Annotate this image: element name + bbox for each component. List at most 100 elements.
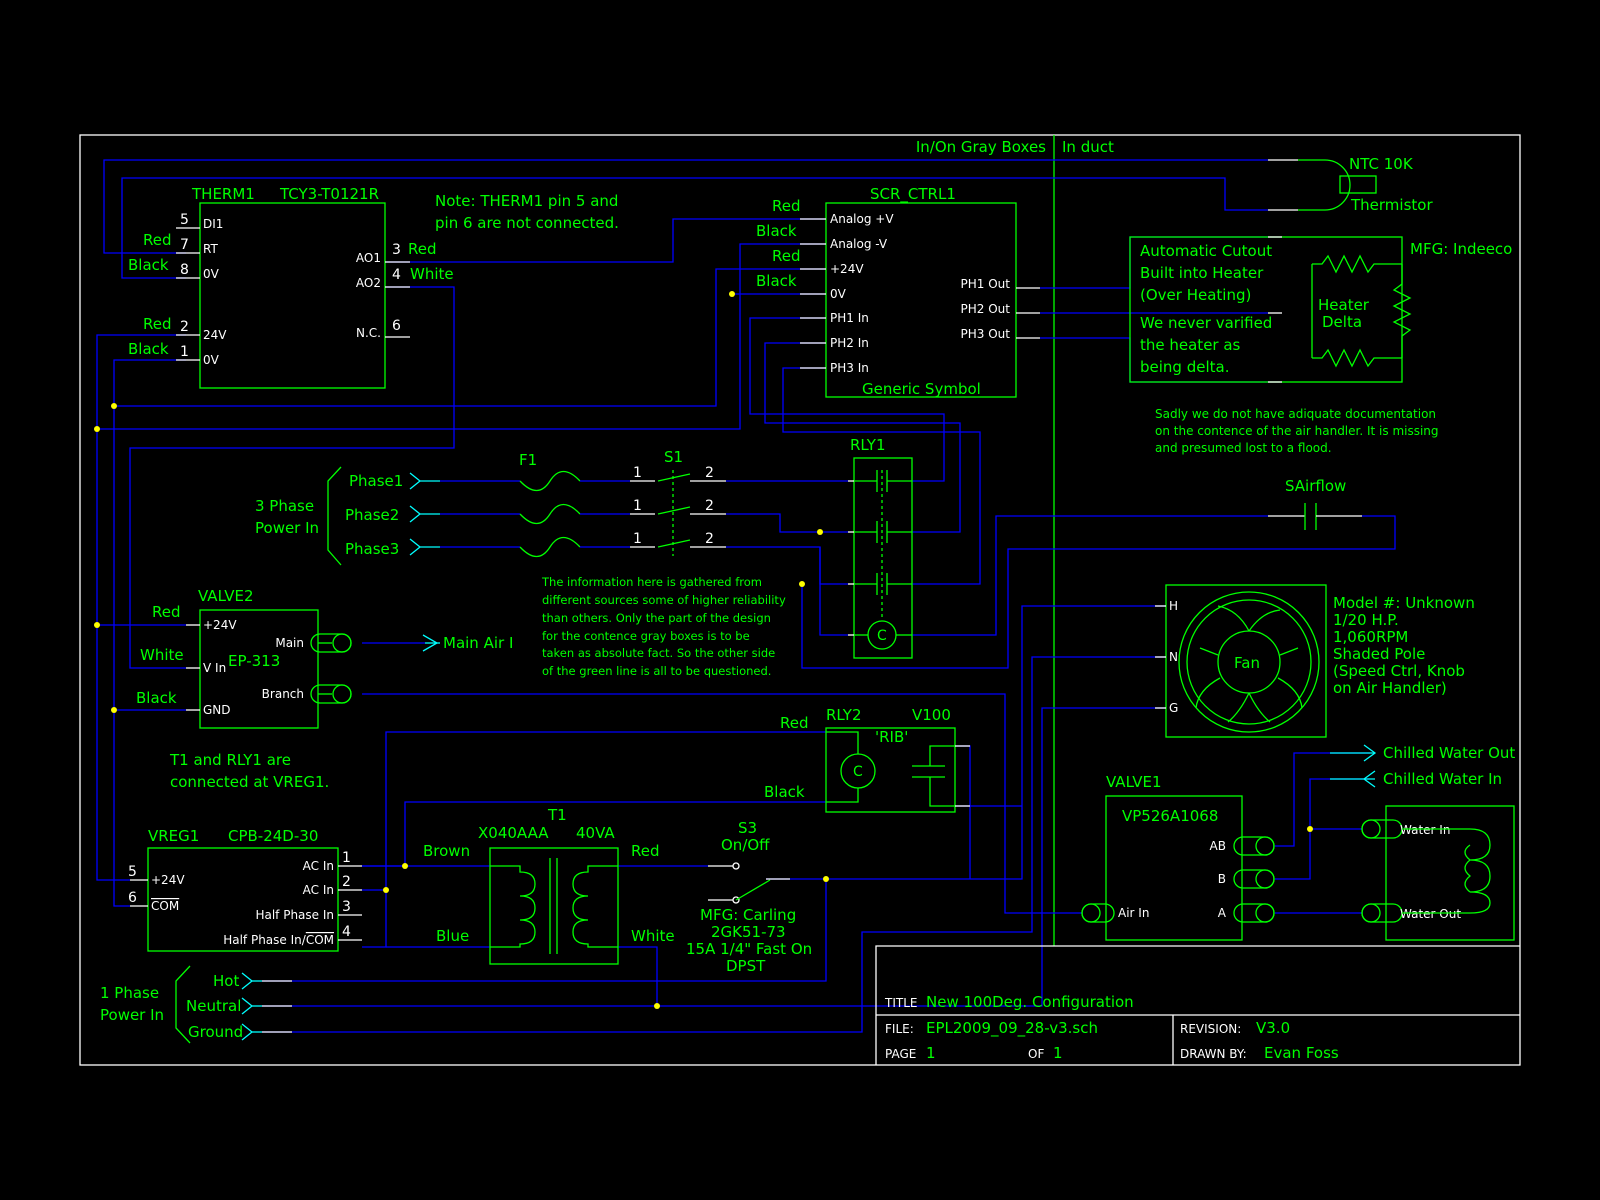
drawn-by-label: DRAWN BY: xyxy=(1180,1047,1247,1061)
t1-wire-red: Red xyxy=(631,842,660,860)
fan-model-line3: 1,060RPM xyxy=(1333,628,1408,646)
switch-s1-label: S1 xyxy=(664,448,683,466)
heater-cutout-2: Built into Heater xyxy=(1140,264,1264,282)
t1-transformer: T1 X040AAA 40VA Brown Blue Red White xyxy=(423,806,675,965)
heater-note-2: the heater as xyxy=(1140,336,1241,354)
therm1-pin8: 8 xyxy=(180,262,189,278)
page-label: PAGE xyxy=(885,1047,916,1061)
rly1-ref: RLY1 xyxy=(850,436,886,454)
fan-model-line2: 1/20 H.P. xyxy=(1333,611,1399,629)
wire-label-black: Black xyxy=(756,222,797,240)
power1-label-1: 1 Phase xyxy=(100,984,159,1002)
coil-water-in: Water In xyxy=(1400,823,1450,837)
title-label: TITLE xyxy=(884,996,917,1010)
fan-pin-h: H xyxy=(1169,599,1178,613)
s1-pin1: 1 xyxy=(633,498,642,514)
thermistor-label: Thermistor xyxy=(1350,196,1433,214)
title-value: New 100Deg. Configuration xyxy=(926,993,1134,1011)
wire-label-red: Red xyxy=(143,315,172,333)
scr-pin-ph2-in: PH2 In xyxy=(830,336,869,350)
therm1-0v-b: 0V xyxy=(203,353,220,367)
note-doc-line2: on the contence of the air handler. It i… xyxy=(1155,424,1439,438)
rly2-rib: 'RIB' xyxy=(875,728,908,746)
s1-pin1: 1 xyxy=(633,465,642,481)
sairflow-switch: SAirflow xyxy=(1268,477,1362,530)
phase1-label: Phase1 xyxy=(349,472,403,490)
wires xyxy=(96,159,1396,1033)
fan-model-line1: Model #: Unknown xyxy=(1333,594,1475,612)
vreg1-num6: 6 xyxy=(128,890,137,906)
revision-label: REVISION: xyxy=(1180,1022,1241,1036)
wire-label-black: Black xyxy=(764,783,805,801)
vreg1-num2: 2 xyxy=(342,874,351,890)
note-doc-line3: and presumed lost to a flood. xyxy=(1155,441,1332,455)
scr-pin-analog-minus: Analog -V xyxy=(830,237,888,251)
rly2-block: RLY2 V100 'RIB' Red Black C xyxy=(764,706,970,813)
note-info-line1: The information here is gathered from xyxy=(541,575,762,589)
valve2-pin-24v: +24V xyxy=(203,618,237,632)
s3-mfg-line2: 2GK51-73 xyxy=(711,923,786,941)
page-value: 1 xyxy=(926,1044,936,1062)
phase3-label: Phase3 xyxy=(345,540,399,558)
wire-label-white: White xyxy=(140,646,184,664)
rly1-block: RLY1 C xyxy=(848,436,913,659)
revision-value: V3.0 xyxy=(1256,1019,1290,1037)
s3-label: On/Off xyxy=(721,836,770,854)
power3-label-1: 3 Phase xyxy=(255,497,314,515)
drawing-frame xyxy=(79,134,1521,1066)
wire-label-red: Red xyxy=(143,231,172,249)
therm1-rt: RT xyxy=(203,242,218,256)
valve1-pin-b: B xyxy=(1218,872,1226,886)
scr-pin-0v: 0V xyxy=(830,287,847,301)
vreg1-num5: 5 xyxy=(128,864,137,880)
therm1-block: THERM1 TCY3-T0121R 5 7 8 2 1 3 4 6 DI1 R… xyxy=(128,185,454,389)
therm1-nc: N.C. xyxy=(356,326,381,340)
note-info-line2: different sources some of higher reliabi… xyxy=(542,593,786,607)
therm1-ao2: AO2 xyxy=(356,276,381,290)
t1-wire-brown: Brown xyxy=(423,842,470,860)
drawn-by-value: Evan Foss xyxy=(1264,1044,1339,1062)
vreg1-part: CPB-24D-30 xyxy=(228,827,318,845)
therm1-0v: 0V xyxy=(203,267,220,281)
wire-label-black: Black xyxy=(136,689,177,707)
wire-label-black: Black xyxy=(128,256,169,274)
junctions xyxy=(94,291,1313,1009)
power3-label-2: Power In xyxy=(255,519,319,537)
wire-label-red: Red xyxy=(408,240,437,258)
vreg1-block: VREG1 CPB-24D-30 AC In AC In Half Phase … xyxy=(128,827,362,952)
valve1-block: VALVE1 VP526A1068 AB B A Air In Chilled … xyxy=(1081,744,1515,941)
scr-pin-ph2-out: PH2 Out xyxy=(961,302,1011,316)
s3-mfg-line3: 15A 1/4" Fast On xyxy=(686,940,812,958)
valve2-part: EP-313 xyxy=(228,652,280,670)
scr-footer: Generic Symbol xyxy=(862,380,981,398)
rly2-ref2: V100 xyxy=(912,706,951,724)
valve1-pin-ab: AB xyxy=(1210,839,1226,853)
fan-model-line5: (Speed Ctrl, Knob xyxy=(1333,662,1465,680)
vreg1-pin-ac-in-2: AC In xyxy=(303,883,334,897)
wire-label-red: Red xyxy=(780,714,809,732)
s1-pin2: 2 xyxy=(705,465,714,481)
s3-mfg-line1: MFG: Carling xyxy=(700,906,796,924)
note-info-line6: of the green line is all to be questione… xyxy=(542,664,771,678)
scr-ctrl1-block: SCR_CTRL1 Generic Symbol Analog +V Analo… xyxy=(756,185,1040,398)
therm1-pin4: 4 xyxy=(392,267,401,283)
valve1-ref: VALVE1 xyxy=(1106,773,1162,791)
s3-ref: S3 xyxy=(738,819,757,837)
power1-label-2: Power In xyxy=(100,1006,164,1024)
thermistor-name: NTC 10K xyxy=(1349,155,1414,173)
scr-ref: SCR_CTRL1 xyxy=(870,185,956,204)
s1-pin2: 2 xyxy=(705,531,714,547)
valve2-ref: VALVE2 xyxy=(198,587,254,605)
therm1-pin3: 3 xyxy=(392,242,401,258)
fan-pin-g: G xyxy=(1169,701,1178,715)
note-therm1-line1: Note: THERM1 pin 5 and xyxy=(435,192,618,210)
therm1-24v: 24V xyxy=(203,328,227,342)
therm1-pin2: 2 xyxy=(180,319,189,335)
heater-cutout-1: Automatic Cutout xyxy=(1140,242,1272,260)
valve2-pin-vin: V In xyxy=(203,661,226,675)
three-phase-power: 3 Phase Power In Phase1 Phase2 Phase3 F1 xyxy=(255,448,726,566)
main-air-label: Main Air I xyxy=(443,634,513,652)
vreg1-num3: 3 xyxy=(342,899,351,915)
note-t1-line1: T1 and RLY1 are xyxy=(169,751,291,769)
scr-pin-ph3-in: PH3 In xyxy=(830,361,869,375)
